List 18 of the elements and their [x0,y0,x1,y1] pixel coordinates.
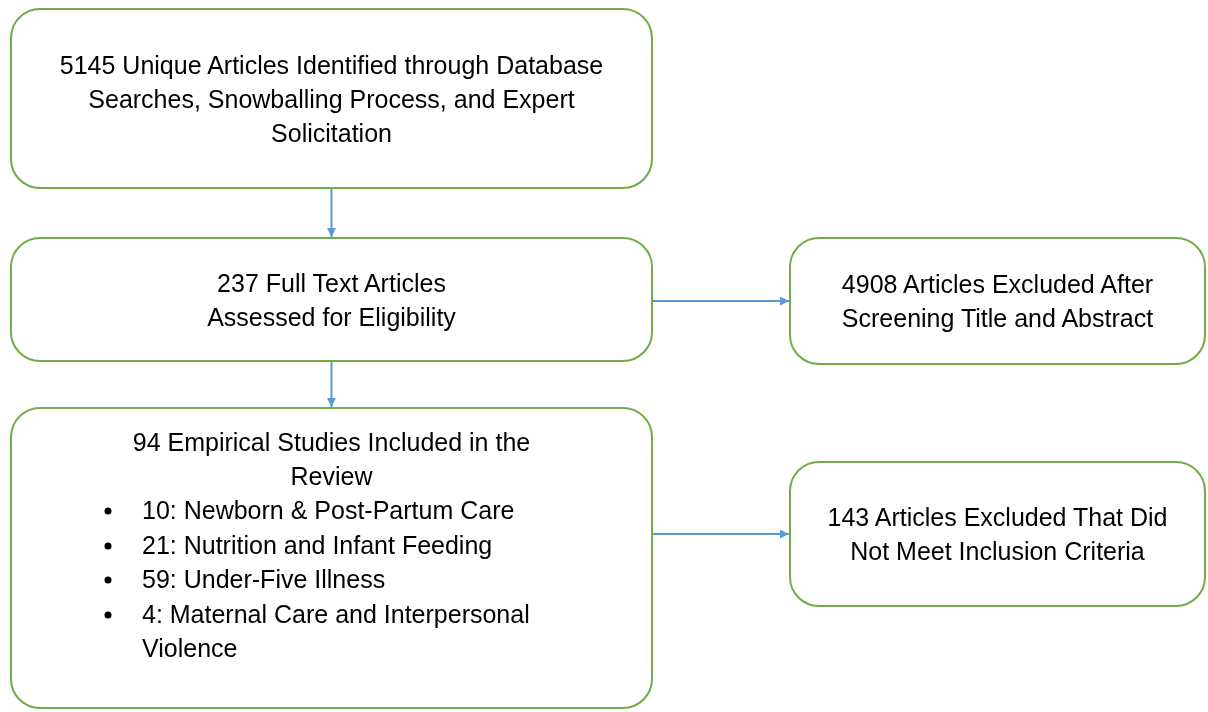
list-item: 21: Nutrition and Infant Feeding [142,530,493,559]
process-box [789,461,1206,607]
box-text: 4908 Articles Excluded After Screening Title and Abstract [840,269,1155,334]
process-box [10,237,653,362]
process-box [789,237,1206,365]
arrow [327,361,336,408]
list-item: 59: Under-Five Illness [142,565,386,593]
box-text: 143 Articles Excluded That Did Not Meet Inclusion Criteria [826,502,1169,567]
arrow [652,296,790,306]
arrow [327,188,336,238]
list-item: 10: Newborn & Post-Partum Care [142,496,515,524]
process-box [10,8,653,189]
process-box [10,407,653,709]
box-text: 237 Full Text Articles Assessed for Eligibility [206,267,457,333]
box-text: 5145 Unique Articles Identified through Database Searches, Snowballing Process, and Expert Solicitation [58,49,605,149]
list-item: 4: Maternal Care and Interpersonal Violence [142,599,530,662]
box-text: 94 Empirical Studies Included in the Review [131,427,532,492]
arrow [652,529,790,539]
